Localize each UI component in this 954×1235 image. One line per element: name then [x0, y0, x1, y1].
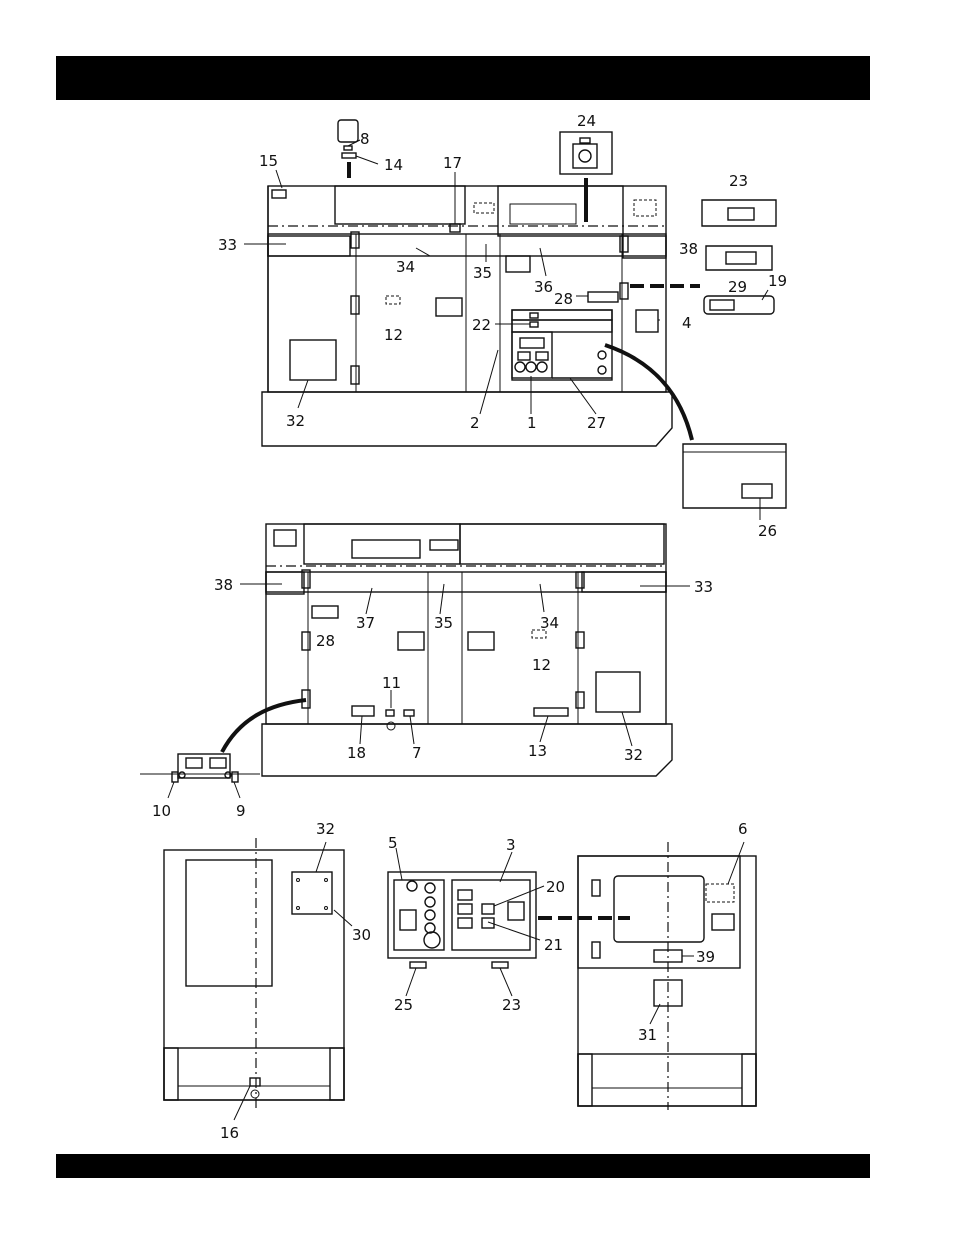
generator-end-view-right: [578, 842, 756, 1110]
generator-side-view-top: [244, 120, 786, 520]
callout-34-top: 34: [396, 258, 415, 276]
callout-19: 19: [768, 272, 787, 290]
callout-31: 31: [638, 1026, 657, 1044]
callout-1: 1: [527, 414, 537, 432]
callout-16: 16: [220, 1124, 239, 1142]
part-4: [636, 310, 658, 332]
callout-26: 26: [758, 522, 777, 540]
callout-39: 39: [696, 948, 715, 966]
callout-17: 17: [443, 154, 462, 172]
callout-27: 27: [587, 414, 606, 432]
callout-34-mid: 34: [540, 614, 559, 632]
callout-23-bottom: 23: [502, 996, 521, 1014]
callout-3: 3: [506, 836, 516, 854]
callout-32-end: 32: [316, 820, 335, 838]
callout-33-top: 33: [218, 236, 237, 254]
callout-7: 7: [412, 744, 422, 762]
callout-38-mid: 38: [214, 576, 233, 594]
callout-30: 30: [352, 926, 371, 944]
callout-4: 4: [682, 314, 692, 332]
callout-35-top: 35: [473, 264, 492, 282]
callout-32-mid: 32: [624, 746, 643, 764]
callout-25: 25: [394, 996, 413, 1014]
callout-6: 6: [738, 820, 748, 838]
callout-38-top: 38: [679, 240, 698, 258]
callout-18: 18: [347, 744, 366, 762]
control-panel-exploded: [388, 848, 630, 996]
callout-32-top: 32: [286, 412, 305, 430]
callout-2: 2: [470, 414, 480, 432]
part-32-top: [290, 340, 336, 380]
callout-labels: 8 14 15 17 24 23 33 34 35 36 38 29 19 28…: [152, 112, 787, 1142]
callout-33-mid: 33: [694, 578, 713, 596]
callout-37: 37: [356, 614, 375, 632]
callout-20: 20: [546, 878, 565, 896]
callout-9: 9: [236, 802, 246, 820]
callout-28-mid: 28: [316, 632, 335, 650]
callout-23-top: 23: [729, 172, 748, 190]
callout-5: 5: [388, 834, 398, 852]
callout-28-top: 28: [554, 290, 573, 308]
callout-35-mid: 35: [434, 614, 453, 632]
callout-14: 14: [384, 156, 403, 174]
callout-13: 13: [528, 742, 547, 760]
callout-8: 8: [360, 130, 370, 148]
generator-end-view-left: [164, 838, 352, 1120]
callout-12-mid: 12: [532, 656, 551, 674]
callout-10: 10: [152, 802, 171, 820]
callout-11: 11: [382, 674, 401, 692]
callout-36: 36: [534, 278, 553, 296]
part-15: [272, 190, 286, 198]
callout-12-top: 12: [384, 326, 403, 344]
callout-29: 29: [728, 278, 747, 296]
callout-22: 22: [472, 316, 491, 334]
callout-24: 24: [577, 112, 596, 130]
callout-21: 21: [544, 936, 563, 954]
callout-15: 15: [259, 152, 278, 170]
